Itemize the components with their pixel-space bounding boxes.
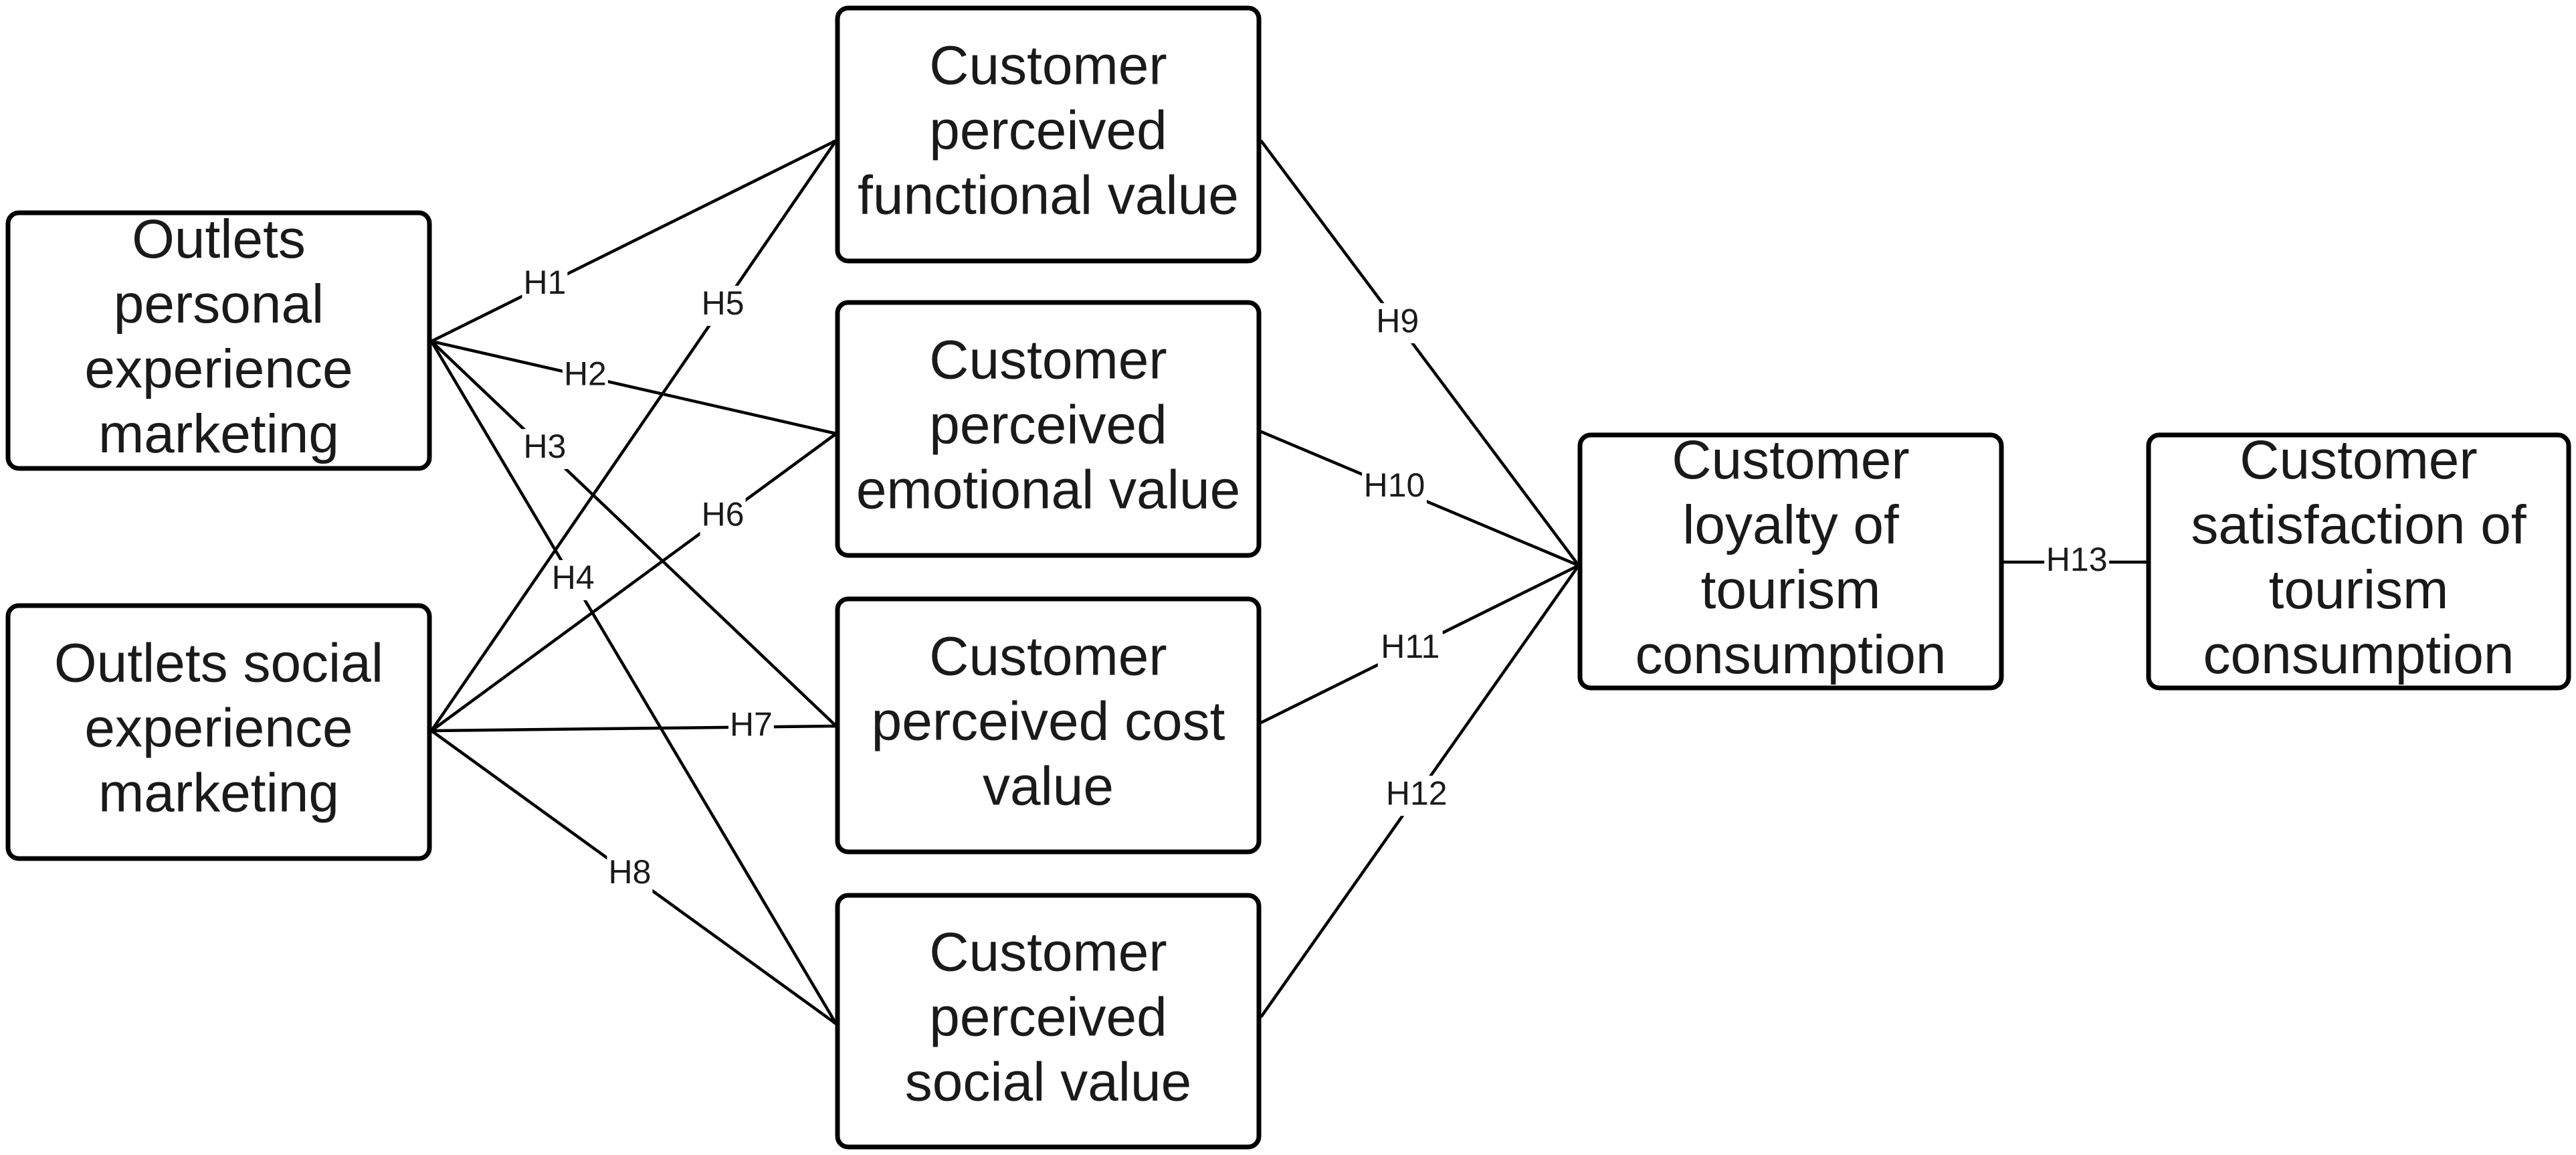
edge-h7: H7: [431, 706, 837, 747]
node-box: [5, 603, 432, 861]
node-label-line: perceived: [929, 987, 1167, 1048]
edge-label-background: [700, 497, 746, 537]
node-label-line: Customer: [929, 626, 1167, 687]
edge-label-background: [607, 854, 653, 895]
edge-h6: H6: [430, 432, 837, 732]
node-label-line: consumption: [1636, 624, 1947, 685]
edge-label-background: [550, 560, 596, 600]
node-label-line: experience: [84, 339, 353, 399]
node-label-line: Customer: [929, 922, 1167, 983]
node-label-line: Customer: [1672, 430, 1909, 491]
node-label-line: loyalty of: [1682, 495, 1899, 555]
edge-arrow: [431, 339, 837, 436]
edge-label-background: [1384, 776, 1450, 816]
node-label-line: tourism: [2269, 559, 2449, 620]
edge-h11: H11: [1260, 563, 1579, 725]
edge-arrow: [431, 724, 837, 733]
node-label-line: Outlets: [132, 209, 306, 270]
node-label-line: personal: [114, 274, 324, 335]
edge-arrow: [1260, 139, 1580, 567]
edge-arrow: [430, 432, 837, 732]
node-label-line: marketing: [98, 404, 339, 464]
edge-h10: H10: [1260, 430, 1579, 567]
edge-label: H9: [1376, 302, 1419, 339]
edge-arrow: [430, 139, 837, 732]
edge-label: H11: [1381, 628, 1440, 665]
edge-h8: H8: [430, 729, 837, 1025]
edge-label: H4: [552, 559, 595, 596]
node-label-line: experience: [84, 698, 353, 759]
node-label-line: perceived: [929, 395, 1167, 456]
node-label-line: Outlets social: [54, 633, 383, 694]
edge-arrow: [431, 139, 837, 343]
node-label-line: consumption: [2203, 624, 2514, 685]
edge-label: H12: [1386, 774, 1448, 812]
edge-label-background: [1362, 468, 1427, 508]
node-label-line: value: [983, 756, 1114, 817]
edge-label-background: [1375, 303, 1421, 344]
edge-label-background: [2044, 542, 2110, 582]
node-box: [5, 210, 432, 471]
edge-label: H13: [2046, 541, 2108, 578]
node-box: [835, 300, 1262, 558]
node-label-line: Customer: [2240, 430, 2477, 491]
edge-label: H10: [1364, 466, 1425, 504]
edge-label-background: [700, 285, 746, 326]
node-box: [835, 596, 1262, 855]
edge-label: H6: [702, 496, 745, 533]
edge-h12: H12: [1260, 564, 1580, 1018]
edge-h5: H5: [430, 139, 837, 732]
node-label-line: perceived: [929, 100, 1167, 161]
edge-label: H8: [608, 853, 651, 891]
edge-label-background: [522, 265, 568, 305]
edge-arrow: [430, 340, 837, 1025]
edge-label-background: [522, 429, 568, 469]
node-box: [1577, 432, 2004, 691]
node-box: [835, 5, 1262, 264]
edge-label-background: [1377, 628, 1443, 669]
node-label-line: perceived cost: [872, 691, 1225, 752]
edge-h2: H2: [431, 339, 837, 436]
edge-h9: H9: [1260, 139, 1580, 567]
edge-label: H7: [730, 706, 773, 743]
edge-h13: H13: [2003, 541, 2148, 582]
edge-h3: H3: [430, 340, 837, 727]
edge-h1: H1: [431, 139, 837, 343]
edge-label-background: [728, 707, 774, 747]
edge-label-background: [562, 356, 608, 397]
node-label-line: tourism: [1701, 559, 1881, 620]
nodes-layer: OutletspersonalexperiencemarketingOutlet…: [5, 5, 2571, 1150]
edge-arrow: [430, 340, 837, 727]
node-label-line: social value: [905, 1052, 1191, 1113]
edge-label: H5: [702, 284, 745, 322]
node-box: [835, 893, 1262, 1150]
edge-h4: H4: [430, 340, 837, 1025]
node-label-line: functional value: [858, 165, 1239, 226]
node-label-line: satisfaction of: [2191, 495, 2527, 555]
node-label-line: Customer: [929, 330, 1167, 391]
node-label-line: Customer: [929, 35, 1167, 96]
node-label-line: marketing: [98, 763, 339, 824]
edge-label: H3: [523, 428, 566, 465]
node-label-line: emotional value: [856, 460, 1240, 521]
node-box: [2146, 432, 2571, 691]
edge-label: H1: [523, 264, 566, 301]
edge-label: H2: [564, 355, 607, 393]
